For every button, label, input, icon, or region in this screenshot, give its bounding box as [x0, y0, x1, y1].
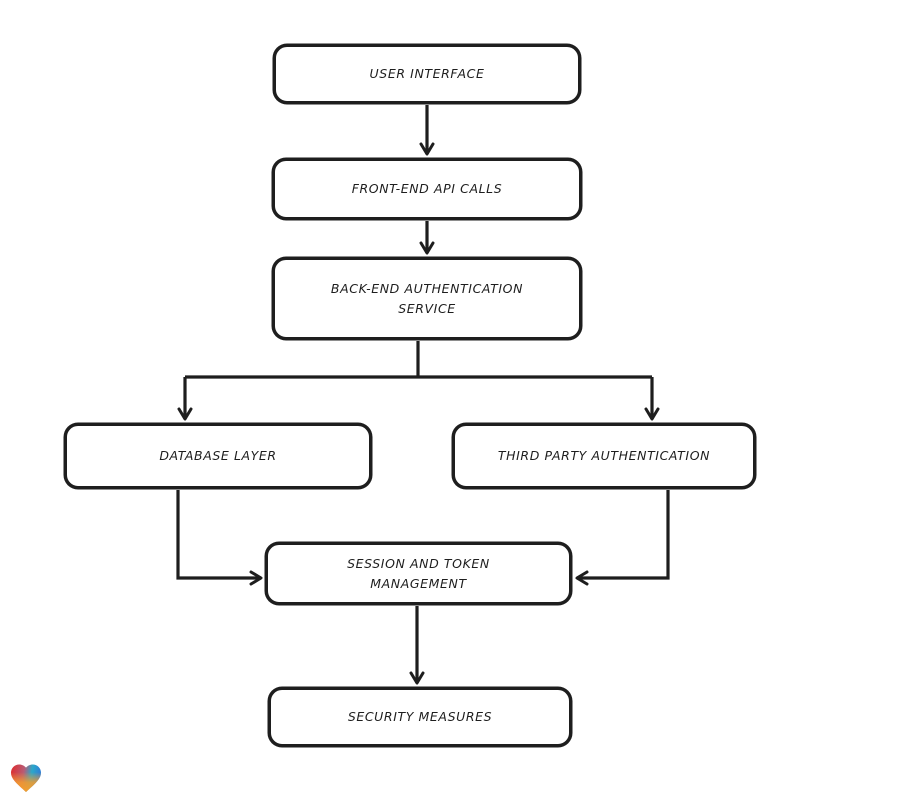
edge-backend-split-bar: [185, 341, 652, 379]
node-label: SESSION AND TOKEN: [347, 556, 490, 572]
node-database-layer: DATABASE LAYER: [64, 423, 372, 489]
node-label: THIRD PARTY AUTHENTICATION: [497, 448, 711, 464]
node-label: BACK-END AUTHENTICATION: [330, 281, 524, 297]
node-front-end-api-calls: FRONT-END API CALLS: [272, 158, 582, 220]
node-user-interface: USER INTERFACE: [273, 44, 581, 104]
node-third-party-authentication: THIRD PARTY AUTHENTICATION: [452, 423, 756, 489]
node-label: DATABASE LAYER: [159, 448, 277, 464]
node-label: SECURITY MEASURES: [347, 709, 493, 725]
node-session-and-token-management: SESSION AND TOKEN MANAGEMENT: [265, 542, 572, 605]
node-label: MANAGEMENT: [370, 575, 467, 591]
edge-thirdparty-to-session: [575, 490, 670, 586]
node-security-measures: SECURITY MEASURES: [268, 687, 572, 747]
heart-icon: [11, 764, 41, 793]
edge-database-to-session: [176, 490, 263, 586]
node-label: FRONT-END API CALLS: [351, 181, 503, 197]
heart-logo[interactable]: [8, 760, 44, 796]
node-label: USER INTERFACE: [369, 66, 485, 82]
node-label: SERVICE: [398, 300, 456, 316]
node-back-end-authentication-service: BACK-END AUTHENTICATION SERVICE: [272, 257, 582, 340]
